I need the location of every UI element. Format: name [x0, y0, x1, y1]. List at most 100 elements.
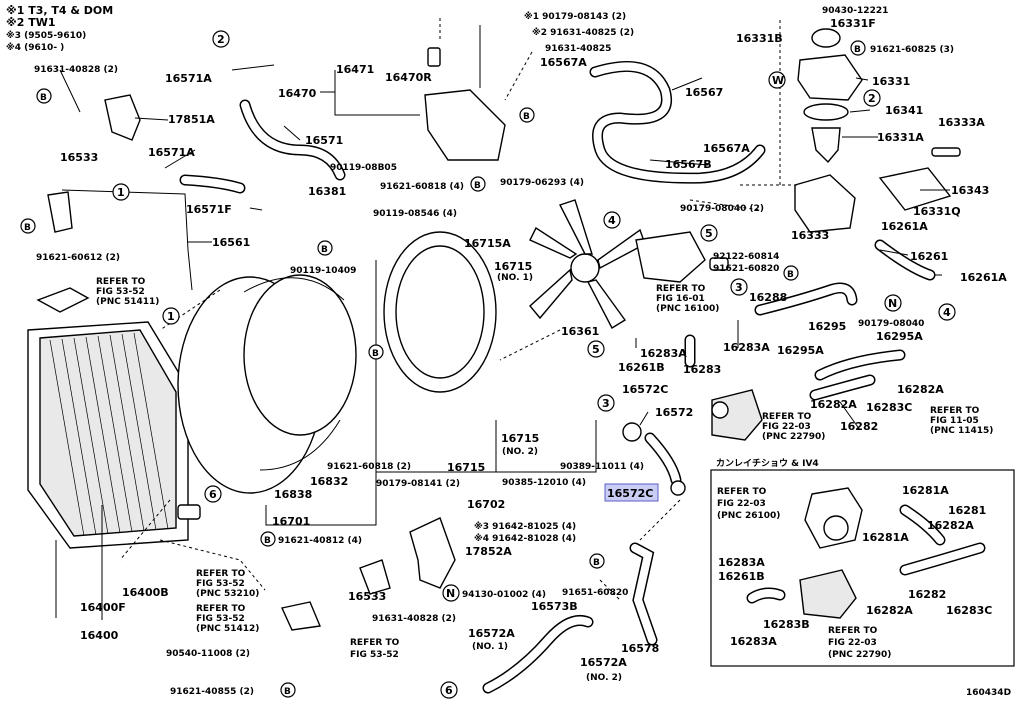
label-16361: 16361: [561, 325, 599, 338]
label-90119-08546: 90119-08546 (4): [373, 209, 457, 219]
fan-shroud-16701[interactable]: [177, 274, 357, 494]
label-16283c: 16283C: [866, 401, 912, 414]
fan-shroud-16702[interactable]: [383, 231, 497, 393]
label-16572a-no1b: (NO. 1): [472, 642, 508, 652]
bracket-17852a[interactable]: [409, 517, 456, 589]
svg-text:5: 5: [592, 343, 600, 356]
svg-text:1: 1: [167, 310, 175, 323]
svg-text:FIG 22-03: FIG 22-03: [717, 499, 766, 509]
label-90179-06293: 90179-06293 (4): [500, 178, 584, 188]
svg-text:REFER TO: REFER TO: [96, 277, 146, 287]
label-16573b: 16573B: [531, 600, 578, 613]
label-17852a: 17852A: [465, 545, 512, 558]
label-16470: 16470: [278, 87, 317, 100]
label-16571a: 16571A: [165, 72, 212, 85]
svg-text:3: 3: [602, 397, 610, 410]
svg-text:N: N: [888, 297, 897, 310]
inset-label-16281a-2: 16281A: [862, 531, 909, 544]
svg-text:FIG 53-52: FIG 53-52: [96, 287, 145, 297]
hose-16573b[interactable]: [482, 615, 594, 694]
svg-text:1: 1: [117, 186, 125, 199]
svg-text:2: 2: [868, 92, 876, 105]
bracket-ref-51412[interactable]: [281, 601, 321, 631]
label-91621-60820: 91621-60820: [713, 264, 779, 274]
legend-line-3: ※3 (9505-9610): [6, 30, 86, 41]
svg-text:FIG 22-03: FIG 22-03: [762, 422, 811, 432]
svg-text:6: 6: [445, 684, 453, 697]
svg-text:FIG 53-52: FIG 53-52: [196, 579, 245, 589]
label-16715: 16715: [447, 461, 485, 474]
bracket-ref-51411[interactable]: [36, 287, 90, 313]
svg-text:B: B: [24, 223, 31, 233]
label-91621-40812: 91621-40812 (4): [278, 536, 362, 546]
label-90179-08040: 90179-08040: [858, 319, 924, 329]
label-16567a-2: 16567A: [703, 142, 750, 155]
label-90179-08040-2: 90179-08040 (2): [680, 204, 764, 214]
label-16331: 16331: [872, 75, 910, 88]
hose-16567[interactable]: [589, 60, 766, 184]
svg-text:REFER TO: REFER TO: [828, 626, 878, 636]
callout-circles: 2 1 1 6 6 4 5 3 5 3 2 4 W N N B B B B B …: [20, 30, 956, 699]
pipe-16578[interactable]: [629, 542, 658, 646]
inset-label-16261b: 16261B: [718, 570, 765, 583]
bracket-16533[interactable]: [359, 559, 391, 595]
fan-16361[interactable]: [529, 199, 646, 329]
inset-label-16283a: 16283A: [718, 556, 765, 569]
hose-16571[interactable]: [179, 99, 346, 194]
hose-16295[interactable]: [754, 282, 906, 401]
svg-text:B: B: [40, 93, 47, 103]
label-16572a-no1: 16572A: [468, 627, 515, 640]
label-92122-60814: 92122-60814: [713, 252, 779, 262]
water-pump[interactable]: [635, 231, 729, 283]
label-16838: 16838: [274, 488, 312, 501]
label-16331f: 16331F: [830, 17, 876, 30]
svg-text:B: B: [264, 536, 271, 546]
label-16470r: 16470R: [385, 71, 432, 84]
svg-text:B: B: [474, 181, 481, 191]
label-16341: 16341: [885, 104, 923, 117]
svg-text:B: B: [321, 245, 328, 255]
highlight-16572c[interactable]: [604, 483, 659, 502]
label-16471: 16471: [336, 63, 374, 76]
hose-16572[interactable]: [622, 422, 686, 496]
svg-text:REFER TO: REFER TO: [930, 406, 980, 416]
bracket-17851a[interactable]: [104, 94, 141, 141]
svg-text:(PNC 26100): (PNC 26100): [717, 511, 780, 521]
water-outlet-16333[interactable]: [794, 147, 961, 233]
label-16331b: 16331B: [736, 32, 783, 45]
svg-text:W: W: [772, 74, 784, 87]
svg-text:(PNC 51412): (PNC 51412): [196, 624, 259, 634]
hose-16261[interactable]: [874, 239, 936, 281]
label-90389-11011: 90389-11011 (4): [560, 462, 644, 472]
inset-reservoir[interactable]: [804, 487, 863, 549]
label-91631-40825: 91631-40825: [545, 44, 611, 54]
label-16567: 16567: [685, 86, 723, 99]
label-16295: 16295: [808, 320, 846, 333]
inset-label-16282a-2: 16282A: [866, 604, 913, 617]
label-91621-60818-2: 91621-60818 (2): [327, 462, 411, 472]
svg-text:REFER TO: REFER TO: [196, 604, 246, 614]
inset-label-16283c: 16283C: [946, 604, 992, 617]
inset-hoses[interactable]: [746, 504, 986, 604]
label-94130-01002: 94130-01002 (4): [462, 590, 546, 600]
svg-text:4: 4: [608, 214, 616, 227]
inset-throttle[interactable]: [799, 569, 857, 619]
reservoir-16470[interactable]: [424, 47, 506, 161]
thermostat-housing-16331[interactable]: [797, 28, 863, 164]
label-16578: 16578: [621, 642, 659, 655]
radiator-16400[interactable]: [27, 321, 201, 549]
label-16343: 16343: [951, 184, 989, 197]
bracket-16561[interactable]: [47, 189, 193, 291]
inset-label-16281: 16281: [948, 504, 986, 517]
label-16567a: 16567A: [540, 56, 587, 69]
throttle-body[interactable]: [711, 389, 763, 441]
label-90430-12221: 90430-12221: [822, 6, 888, 16]
svg-text:5: 5: [705, 227, 713, 240]
svg-text:FIG 53-52: FIG 53-52: [196, 614, 245, 624]
